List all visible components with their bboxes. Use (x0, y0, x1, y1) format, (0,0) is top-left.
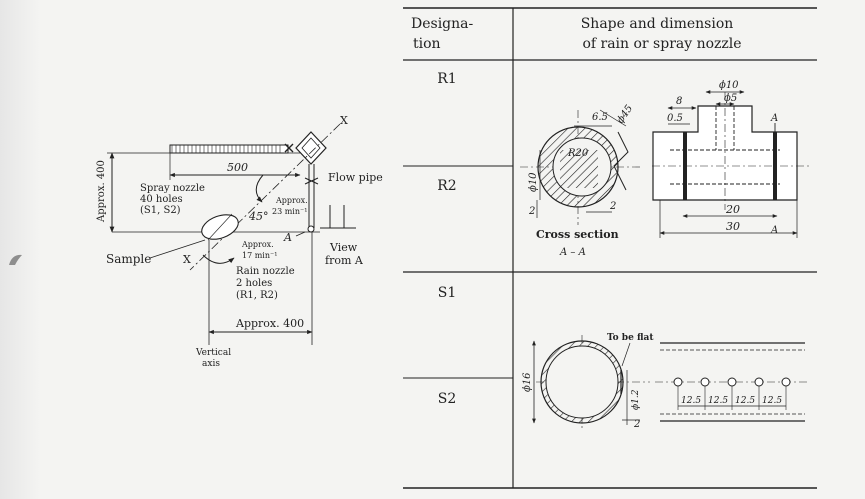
rain-nozzle-label-3: (R1, R2) (236, 290, 278, 301)
dim-6-5: 6.5 (592, 112, 608, 123)
spray-nozzle-label-3: (S1, S2) (140, 205, 181, 216)
dim-30: 30 (726, 220, 740, 233)
row-label-s1: S1 (438, 285, 457, 301)
header-designation-line1: Designa- (411, 16, 473, 32)
nozzle-hole-left (683, 132, 687, 200)
spray-hole (700, 377, 710, 387)
dim-2-s: 2 (633, 419, 640, 430)
pitch-label-1: 12.5 (681, 396, 701, 406)
view-from-a-label-2: from A (325, 254, 364, 267)
pitch-label-2: 12.5 (708, 396, 728, 406)
nozzle-table: Designa- tion Shape and dimension of rai… (403, 7, 817, 489)
nozzle-hole-right (773, 132, 777, 200)
dim-d10-left: ϕ10 (528, 172, 539, 192)
cross-section-label: Cross section (536, 228, 619, 241)
spray-hole (673, 377, 683, 387)
dim-d10-top: ϕ10 (719, 80, 739, 91)
row-label-r1: R1 (437, 71, 456, 87)
valve-icon (284, 143, 294, 153)
dim-0-5: 0.5 (667, 113, 683, 124)
dim-8: 8 (676, 96, 682, 107)
row-label-r2: R2 (437, 178, 456, 194)
pitch-label-3: 12.5 (735, 396, 755, 406)
rain-nozzle-label-1: Rain nozzle (236, 266, 295, 277)
width-dimension-label: Approx. 400 (235, 317, 304, 330)
vertical-axis-label-2: axis (202, 359, 220, 369)
row-label-s2: S2 (438, 391, 457, 407)
axis-x-label-top: X (340, 114, 348, 127)
spray-rotation-arrow (255, 174, 264, 203)
dim-r20: R20 (567, 148, 589, 159)
rain-nozzle-drawing: ϕ45 6.5 R20 ϕ10 2 2 Cross section A – A … (520, 80, 810, 258)
cross-section-aa-label: A – A (559, 247, 586, 258)
spray-hole (781, 377, 791, 387)
dim-2-left: 2 (528, 206, 535, 217)
speed-rain-label-1: Approx. (241, 240, 274, 249)
tube-inner (545, 345, 619, 419)
header-shape-line1: Shape and dimension (581, 16, 734, 32)
binder-hole-icon (9, 254, 22, 265)
section-mark-a-top: A (770, 113, 778, 124)
height-dimension-label: Approx. 400 (96, 160, 107, 223)
spray-nozzle-drawing: To be flat ϕ16 ϕ1.2 2 12.5 (522, 333, 810, 430)
dim-d1-2: ϕ1.2 (631, 389, 641, 410)
dim-2-bottom: 2 (609, 201, 616, 212)
vertical-axis-label-1: Vertical (195, 348, 231, 358)
speed-rain-label-2: 17 min⁻¹ (242, 251, 277, 260)
apparatus-diagram: Approx. 400 X X 500 Spray nozzle 40 hole… (96, 114, 383, 369)
spray-nozzle-label-2: 40 holes (140, 194, 183, 205)
spray-holes-row (673, 377, 791, 387)
speed-spray-label-1: Approx. (275, 196, 308, 205)
axis-x-label-bottom: X (183, 253, 191, 266)
length-dimension-label: 500 (227, 161, 248, 174)
spray-hole (727, 377, 737, 387)
rain-nozzle-head (307, 225, 315, 233)
scan-shadow (0, 0, 40, 499)
view-from-a-label-1: View (329, 241, 358, 254)
rain-rotation-arrow (202, 254, 235, 264)
to-be-flat-label: To be flat (607, 333, 654, 343)
speed-spray-label-2: 23 min⁻¹ (272, 207, 307, 216)
pitch-label-4: 12.5 (762, 396, 782, 406)
rain-nozzle-label-2: 2 holes (236, 278, 272, 289)
break-line (613, 131, 629, 191)
dim-d5: ϕ5 (724, 93, 737, 104)
header-shape-line2: of rain or spray nozzle (582, 36, 741, 52)
header-designation-line2: tion (413, 36, 441, 52)
rotary-joint (295, 131, 327, 165)
section-mark-a-bottom: A (770, 225, 778, 236)
dim-d16: ϕ16 (522, 372, 533, 392)
dim-d45: ϕ45 (615, 103, 635, 125)
angle-label: 45° (248, 210, 269, 223)
flow-pipe-label: Flow pipe (328, 171, 383, 184)
sample-leader (149, 239, 206, 259)
dim-20: 20 (725, 203, 740, 216)
spray-holes (171, 145, 281, 153)
sample-label: Sample (106, 252, 151, 266)
flow-valve-icon (304, 177, 319, 185)
axis-x-line (189, 123, 341, 271)
spray-nozzle-label-1: Spray nozzle (140, 183, 205, 194)
point-a-label: A (283, 231, 292, 244)
spray-hole (754, 377, 764, 387)
